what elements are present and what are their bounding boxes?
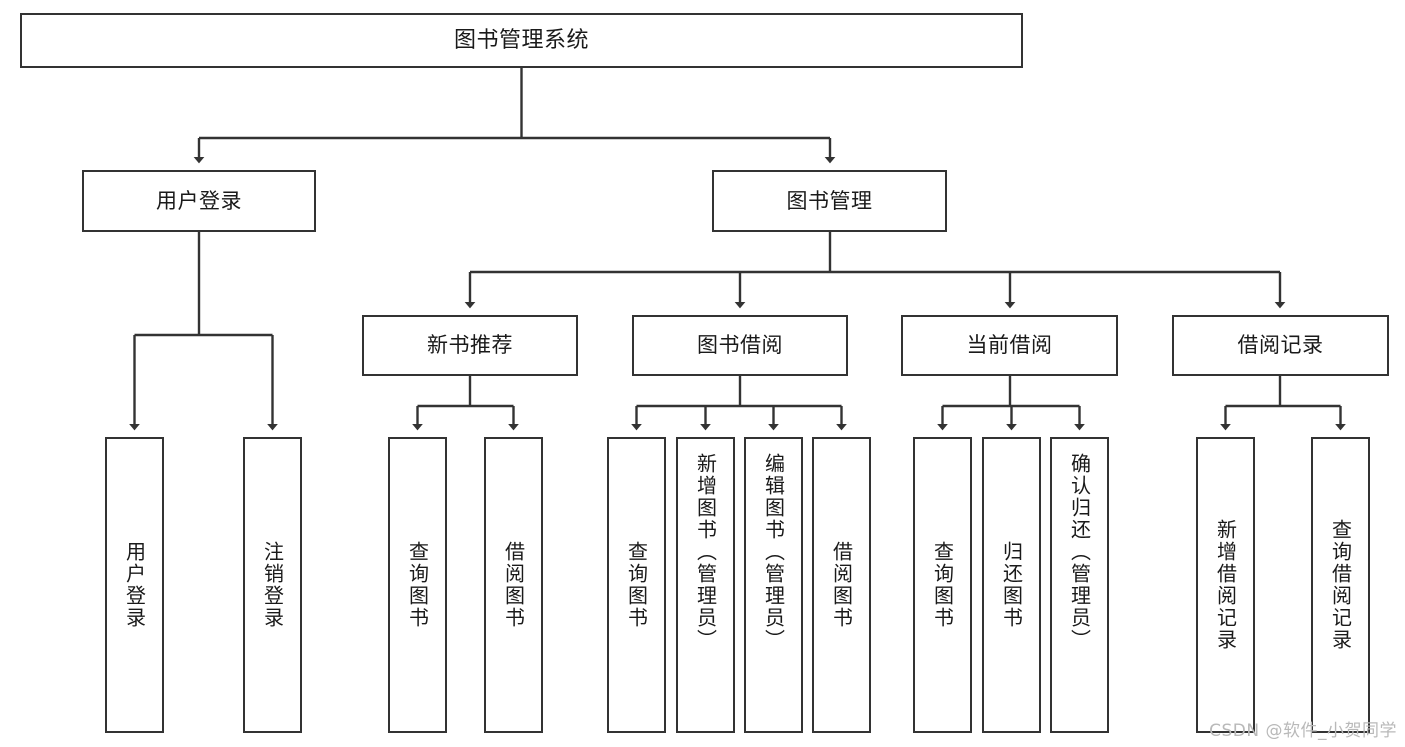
node-leaf-user-login-signin[interactable]: 用户登录	[105, 437, 164, 733]
node-label: 借阅图书	[501, 541, 526, 629]
node-leaf-book-borrow-borrow[interactable]: 借阅图书	[812, 437, 871, 733]
node-leaf-current-borrow-query[interactable]: 查询图书	[913, 437, 972, 733]
node-leaf-new-book-query[interactable]: 查询图书	[388, 437, 447, 733]
node-label: 用户登录	[156, 188, 242, 213]
node-label: 查询图书	[405, 541, 430, 629]
node-label: 图书管理系统	[453, 27, 589, 53]
node-borrow-record[interactable]: 借阅记录	[1172, 315, 1389, 376]
node-leaf-borrow-record-add[interactable]: 新增借阅记录	[1196, 437, 1255, 733]
node-label: 新书推荐	[427, 333, 513, 358]
node-label: 用户登录	[122, 541, 147, 629]
node-label: 查询图书	[624, 541, 649, 629]
node-label: 新增图书（管理员）	[693, 453, 718, 651]
node-leaf-book-borrow-query[interactable]: 查询图书	[607, 437, 666, 733]
node-label: 图书管理	[786, 188, 873, 213]
node-label: 编辑图书（管理员）	[761, 453, 786, 651]
node-leaf-current-borrow-return[interactable]: 归还图书	[982, 437, 1041, 733]
node-label: 确认归还（管理员）	[1067, 453, 1092, 651]
node-leaf-borrow-record-query[interactable]: 查询借阅记录	[1311, 437, 1370, 733]
node-label: 查询借阅记录	[1328, 519, 1353, 651]
csdn-watermark: CSDN @软件_小贺同学	[1209, 721, 1397, 741]
node-label: 归还图书	[999, 541, 1024, 629]
node-label: 借阅记录	[1237, 333, 1324, 358]
node-leaf-current-borrow-confirm-return[interactable]: 确认归还（管理员）	[1050, 437, 1109, 733]
node-leaf-new-book-borrow[interactable]: 借阅图书	[484, 437, 543, 733]
node-current-borrow[interactable]: 当前借阅	[901, 315, 1118, 376]
node-user-login[interactable]: 用户登录	[82, 170, 316, 232]
node-leaf-user-login-signout[interactable]: 注销登录	[243, 437, 302, 733]
node-new-book-recommend[interactable]: 新书推荐	[362, 315, 578, 376]
node-leaf-book-borrow-add[interactable]: 新增图书（管理员）	[676, 437, 735, 733]
node-label: 借阅图书	[829, 541, 854, 629]
node-root-library-system[interactable]: 图书管理系统	[20, 13, 1023, 68]
node-label: 图书借阅	[697, 333, 783, 358]
node-book-borrow[interactable]: 图书借阅	[632, 315, 848, 376]
node-book-management[interactable]: 图书管理	[712, 170, 947, 232]
node-label: 查询图书	[930, 541, 955, 629]
node-label: 当前借阅	[966, 333, 1053, 358]
node-label: 新增借阅记录	[1213, 519, 1238, 651]
node-leaf-book-borrow-edit[interactable]: 编辑图书（管理员）	[744, 437, 803, 733]
node-label: 注销登录	[260, 541, 285, 629]
